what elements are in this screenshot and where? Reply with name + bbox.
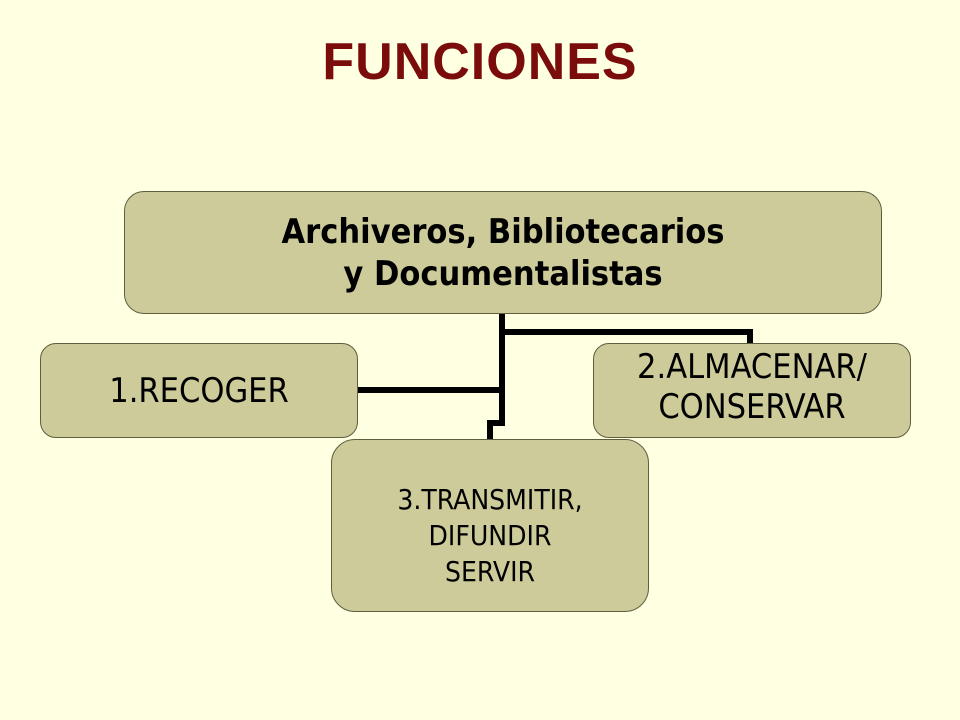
node-transmitir-line-2: DIFUNDIR	[428, 519, 552, 552]
node-almacenar-line-2: CONSERVAR	[658, 387, 846, 427]
connector-transmitir	[487, 420, 505, 442]
root-node-line-2: y Documentalistas	[343, 253, 663, 294]
node-recoger: 1.RECOGER	[40, 343, 358, 438]
node-transmitir-line-1: 3.TRANSMITIR,	[397, 483, 583, 516]
root-node-line-1: Archiveros, Bibliotecarios	[281, 211, 725, 252]
connector-almacenar	[499, 329, 753, 346]
page-title: FUNCIONES	[322, 33, 638, 91]
root-node: Archiveros, Bibliotecarios y Documentali…	[124, 191, 882, 314]
node-recoger-label: 1.RECOGER	[109, 370, 289, 411]
node-transmitir-line-3: SERVIR	[444, 555, 536, 588]
node-transmitir: 3.TRANSMITIR, DIFUNDIR SERVIR	[331, 439, 649, 612]
node-almacenar-line-1: 2.ALMACENAR/	[637, 347, 867, 387]
node-almacenar: 2.ALMACENAR/ CONSERVAR	[593, 343, 911, 438]
